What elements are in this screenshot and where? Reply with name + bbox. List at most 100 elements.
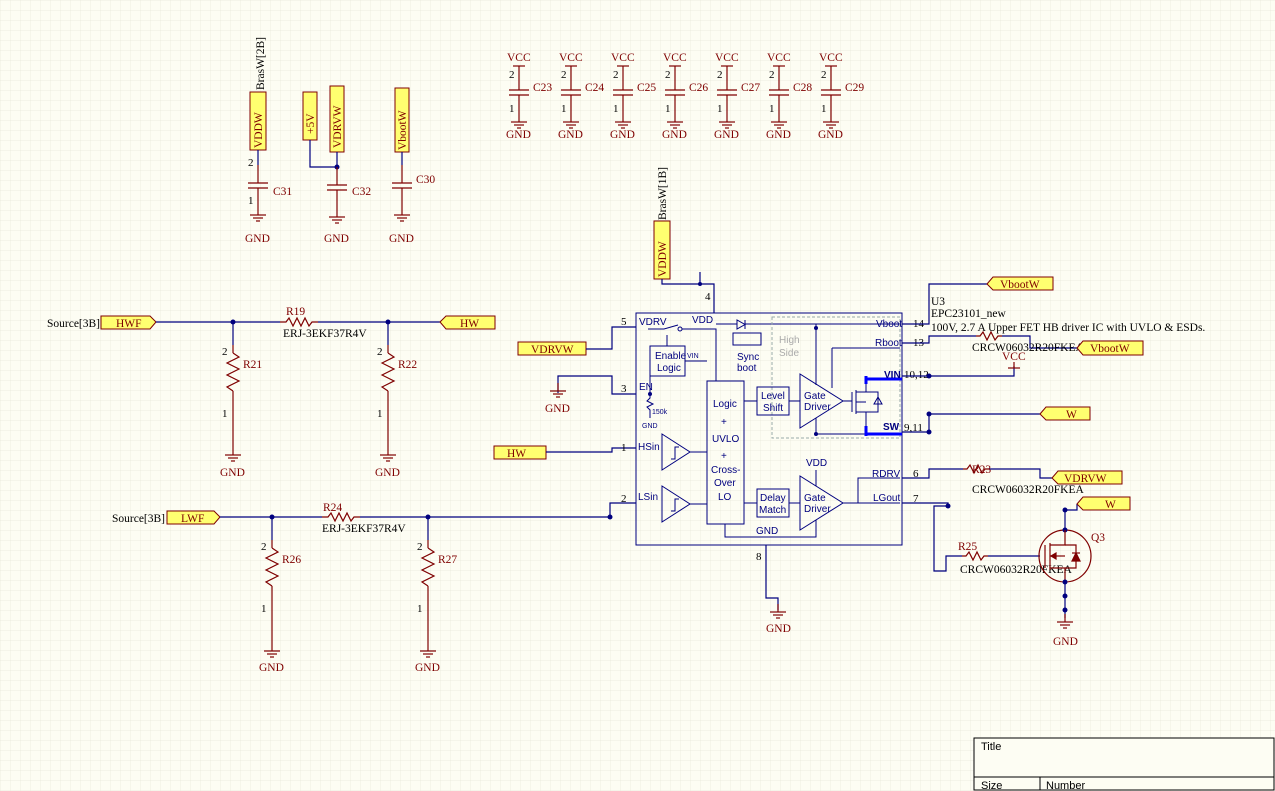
port-hwf[interactable] xyxy=(100,315,157,330)
gnd-c31: GND xyxy=(245,233,270,245)
sheet-label-source-hwf: Source[3B] xyxy=(47,318,100,330)
gnd-c32: GND xyxy=(324,233,349,245)
hwf-network: Source[3B] HWF R19 ERJ-3EKF37R4V HW 2 1 … xyxy=(47,306,496,479)
r23-value: CRCW06032R20FKEA xyxy=(972,484,1085,496)
port-vbootw-r[interactable] xyxy=(986,276,1054,291)
vcc-vin: VCC xyxy=(1002,351,1026,363)
number-label: Number xyxy=(1046,780,1085,791)
lwf-network: Source[3B] LWF R24 ERJ-3EKF37R4V 2 1 R26… xyxy=(112,502,613,674)
u3-designator: U3 xyxy=(931,296,945,308)
pin-lsin-label: LSin xyxy=(638,492,658,503)
gnd-c30: GND xyxy=(389,233,414,245)
u3-part: EPC23101_new xyxy=(931,308,1006,320)
port-vbootw-a-label: VbootW xyxy=(397,110,409,150)
port-lwf[interactable] xyxy=(166,510,221,525)
title-block: Title Size Number xyxy=(973,737,1275,791)
r21-pin2: 2 xyxy=(222,346,228,358)
c28-pin2: 2 xyxy=(769,69,775,81)
q3-designator: Q3 xyxy=(1091,532,1105,544)
r26-designator: R26 xyxy=(282,554,301,566)
port-vbootw-rboot[interactable] xyxy=(1076,340,1144,356)
gd2a: Gate xyxy=(804,493,826,504)
vin-small-label: VIN xyxy=(687,353,699,360)
port-vdrvw-a-label: VDRVW xyxy=(332,105,344,148)
pin-lgout-label: LGout xyxy=(873,493,900,504)
port-w-sw-label: W xyxy=(1066,409,1077,421)
r19-designator: R19 xyxy=(286,306,305,318)
port-w-q-label: W xyxy=(1105,499,1116,511)
uv4: + xyxy=(721,451,727,462)
pin-gnd-label: GND xyxy=(756,526,778,537)
r24-value: ERJ-3EKF37R4V xyxy=(322,523,406,535)
pin-vdd-label: VDD xyxy=(692,315,713,326)
vdd2: VDD xyxy=(806,458,827,469)
port-vdrvw-r-label: VDRVW xyxy=(1064,473,1107,485)
pin-en-label: EN xyxy=(639,382,653,393)
r22-designator: R22 xyxy=(398,359,417,371)
c23-pin1: 1 xyxy=(509,103,515,115)
port-hwf-label: HWF xyxy=(116,318,142,330)
u3-body[interactable] xyxy=(635,312,903,546)
c25-designator: C25 xyxy=(637,82,656,94)
vcc-c28: VCC xyxy=(767,52,791,64)
port-w-sw[interactable] xyxy=(1039,406,1091,421)
c29-pin1: 1 xyxy=(821,103,827,115)
gnd-c25: GND xyxy=(610,129,635,141)
gate-driver-low xyxy=(799,475,844,531)
r22-pin1: 1 xyxy=(377,408,383,420)
r27-pin1: 1 xyxy=(417,603,423,615)
c25-pin2: 2 xyxy=(613,69,619,81)
c29-designator: C29 xyxy=(845,82,864,94)
dm1: Delay xyxy=(760,493,786,504)
gnd-c29: GND xyxy=(818,129,843,141)
gnd-en: GND xyxy=(545,403,570,415)
pin-lsin-num: 2 xyxy=(621,493,627,505)
pin-vdrv-label: VDRV xyxy=(639,317,667,328)
sheet-label-source-lwf: Source[3B] xyxy=(112,513,165,525)
c24-designator: C24 xyxy=(585,82,604,94)
q3-mosfet: Q3 GND xyxy=(1038,507,1105,648)
gnd-q3: GND xyxy=(1053,636,1078,648)
c31-designator: C31 xyxy=(273,186,292,198)
uv5: Cross- xyxy=(711,465,740,476)
c26-designator: C26 xyxy=(689,82,708,94)
right-side-wiring: VbootW CRCW06032R20FKEA VbootW VCC W R23… xyxy=(902,276,1144,576)
c23-designator: C23 xyxy=(533,82,552,94)
r26-pin2: 2 xyxy=(261,541,267,553)
r27-pin2: 2 xyxy=(417,541,423,553)
port-w-q[interactable] xyxy=(1076,496,1131,511)
pin-vdrv-num: 5 xyxy=(621,316,627,328)
c31-pin1: 1 xyxy=(248,195,254,207)
boot-label: boot xyxy=(737,363,757,374)
lvl1: Level xyxy=(761,391,785,402)
c29-pin2: 2 xyxy=(821,69,827,81)
u3-description: 100V, 2.7 A Upper FET HB driver IC with … xyxy=(931,322,1205,334)
high-side-region xyxy=(771,316,901,439)
port-vddw-b-label: VDDW xyxy=(657,241,669,277)
pin-vdd-num: 4 xyxy=(705,291,711,303)
pin-hsin-label: HSin xyxy=(638,442,660,453)
pin-lgout-num: 7 xyxy=(913,493,919,505)
port-vdrvw-r[interactable] xyxy=(1051,470,1123,485)
vcc-c27: VCC xyxy=(715,52,739,64)
c31-pin2: 2 xyxy=(248,157,254,169)
c28-designator: C28 xyxy=(793,82,812,94)
c23-pin2: 2 xyxy=(509,69,515,81)
pin-sw-num: 9,11 xyxy=(904,422,923,434)
c28-pin1: 1 xyxy=(769,103,775,115)
r24-designator: R24 xyxy=(323,502,342,514)
gd2b: Driver xyxy=(804,504,831,515)
pin-vin-num: 10,12 xyxy=(904,369,929,381)
sync-label: Sync xyxy=(737,352,759,363)
port-vbootw-r-label: VbootW xyxy=(1000,279,1040,291)
port-hw-out[interactable] xyxy=(439,315,496,330)
r150k-label: 150k xyxy=(652,409,668,416)
port-5v-label: +5V xyxy=(305,113,317,134)
r19-value: ERJ-3EKF37R4V xyxy=(283,328,367,340)
title-label: Title xyxy=(981,741,1001,753)
gnd-c28: GND xyxy=(766,129,791,141)
